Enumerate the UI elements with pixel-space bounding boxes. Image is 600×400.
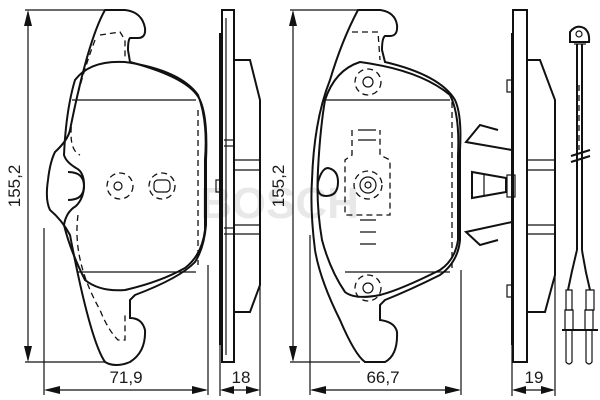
- dim-height-pad-2: 155,2: [269, 9, 360, 363]
- pad-1-width-label: 71,9: [109, 368, 142, 387]
- wear-sensor: [562, 25, 598, 365]
- dim-thickness-pad-2: 19: [511, 275, 556, 396]
- pad-2-front-view: [310, 9, 462, 363]
- pad-2-width-label: 66,7: [366, 368, 399, 387]
- dim-width-pad-1: 71,9: [43, 228, 209, 395]
- pad-1-side-view: [215, 9, 261, 363]
- pad-2-side-view: [506, 9, 556, 363]
- dim-thickness-pad-1: 18: [219, 285, 261, 396]
- pad-1-height-label: 155,2: [5, 165, 24, 208]
- pad-1-front-view: [45, 9, 208, 366]
- pad-2-height-label: 155,2: [269, 165, 288, 208]
- pad-1-thickness-label: 18: [232, 368, 251, 387]
- anti-rattle-clip: [463, 123, 516, 247]
- dim-width-pad-2: 66,7: [309, 235, 462, 395]
- pad-2-thickness-label: 19: [525, 368, 544, 387]
- dim-height-pad-1: 155,2: [5, 9, 105, 363]
